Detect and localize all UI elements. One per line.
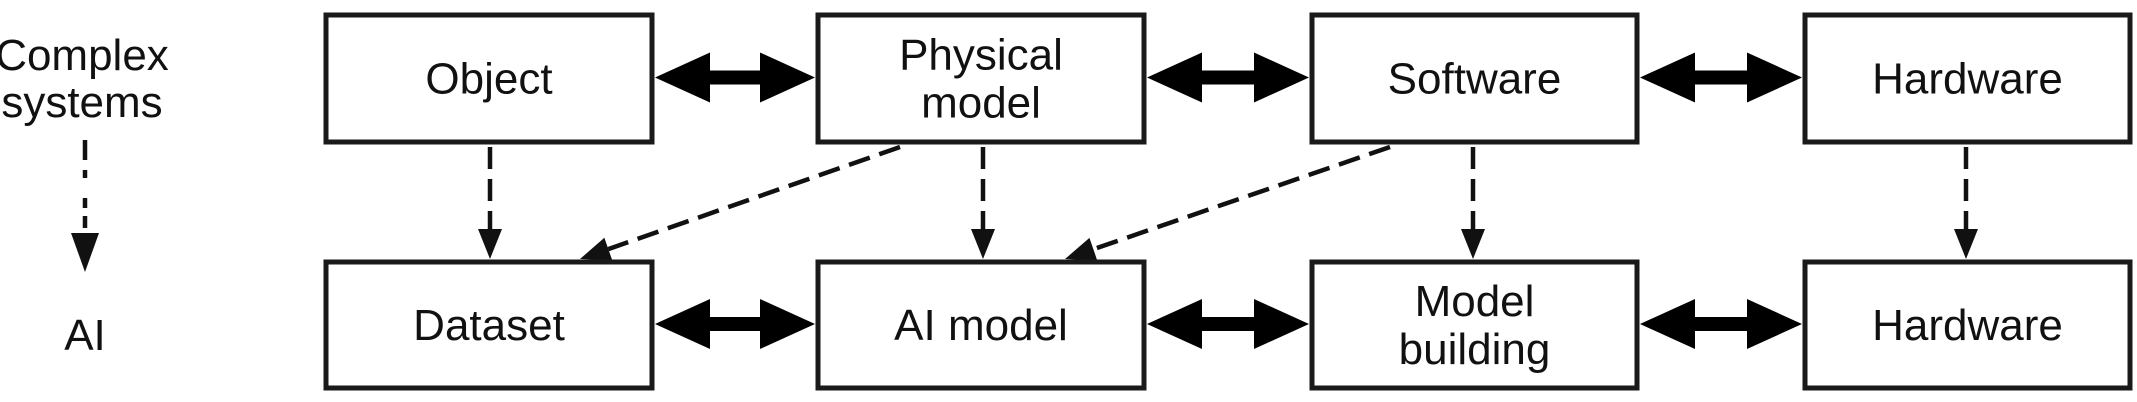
- box-physical-model-frame: [815, 12, 1147, 145]
- box-dataset-label: Dataset: [413, 301, 565, 350]
- box-ai-model-label: AI model: [894, 301, 1068, 350]
- box-physical-model-label: Physical: [899, 31, 1063, 80]
- box-ai-model-frame: [815, 259, 1147, 391]
- box-object-frame: [323, 12, 655, 145]
- side-label-ai: AI: [64, 311, 106, 360]
- dashed-arrow-physical-model-to-dataset: [607, 144, 901, 252]
- box-hardware-bottom-frame: [1802, 259, 2133, 391]
- box-hardware-top: Hardware: [1802, 12, 2133, 145]
- box-hardware-top-label: Hardware: [1872, 55, 2063, 104]
- side-label-complex-systems-line2: systems: [1, 78, 162, 127]
- box-model-building-label: Model: [1415, 277, 1535, 326]
- arrow-head-icon-physical-model-to-dataset: [580, 237, 613, 261]
- box-dataset: Dataset: [323, 259, 655, 391]
- box-software-label: Software: [1388, 55, 1562, 104]
- arrow-head-icon-physical-model-to-ai-model: [971, 229, 995, 259]
- dashed-arrow-software-to-ai-model: [1092, 144, 1391, 252]
- box-object-label: Object: [425, 55, 552, 104]
- box-physical-model-label: model: [921, 79, 1041, 128]
- bidirectional-arrow-icon-object-physical-model: [655, 52, 815, 103]
- box-model-building-label: building: [1399, 325, 1551, 374]
- side-arrow-head-icon: [71, 233, 99, 272]
- box-dataset-frame: [323, 259, 655, 391]
- arrow-head-icon-software-to-ai-model: [1065, 237, 1098, 261]
- side-label-complex-systems-line1: Complex: [0, 31, 169, 80]
- box-hardware-bottom-label: Hardware: [1872, 301, 2063, 350]
- bidirectional-arrow-icon-physical-model-software: [1147, 52, 1309, 103]
- bidirectional-arrow-icon-dataset-ai-model: [655, 299, 815, 349]
- arrow-head-icon-hardware-top-to-hardware-bottom: [1954, 229, 1978, 259]
- bidirectional-arrow-icon-software-hardware-top: [1640, 52, 1802, 103]
- box-ai-model: AI model: [815, 259, 1147, 391]
- box-software: Software: [1309, 12, 1640, 145]
- box-hardware-top-frame: [1802, 12, 2133, 145]
- bidirectional-arrow-icon-model-building-hardware-bottom: [1640, 299, 1802, 349]
- box-object: Object: [323, 12, 655, 145]
- arrow-head-icon-software-to-model-building: [1461, 229, 1485, 259]
- box-software-frame: [1309, 12, 1640, 145]
- arrow-head-icon-object-to-dataset: [478, 229, 502, 259]
- bidirectional-arrow-icon-ai-model-model-building: [1147, 299, 1309, 349]
- box-model-building-frame: [1309, 259, 1640, 391]
- box-hardware-bottom: Hardware: [1802, 259, 2133, 391]
